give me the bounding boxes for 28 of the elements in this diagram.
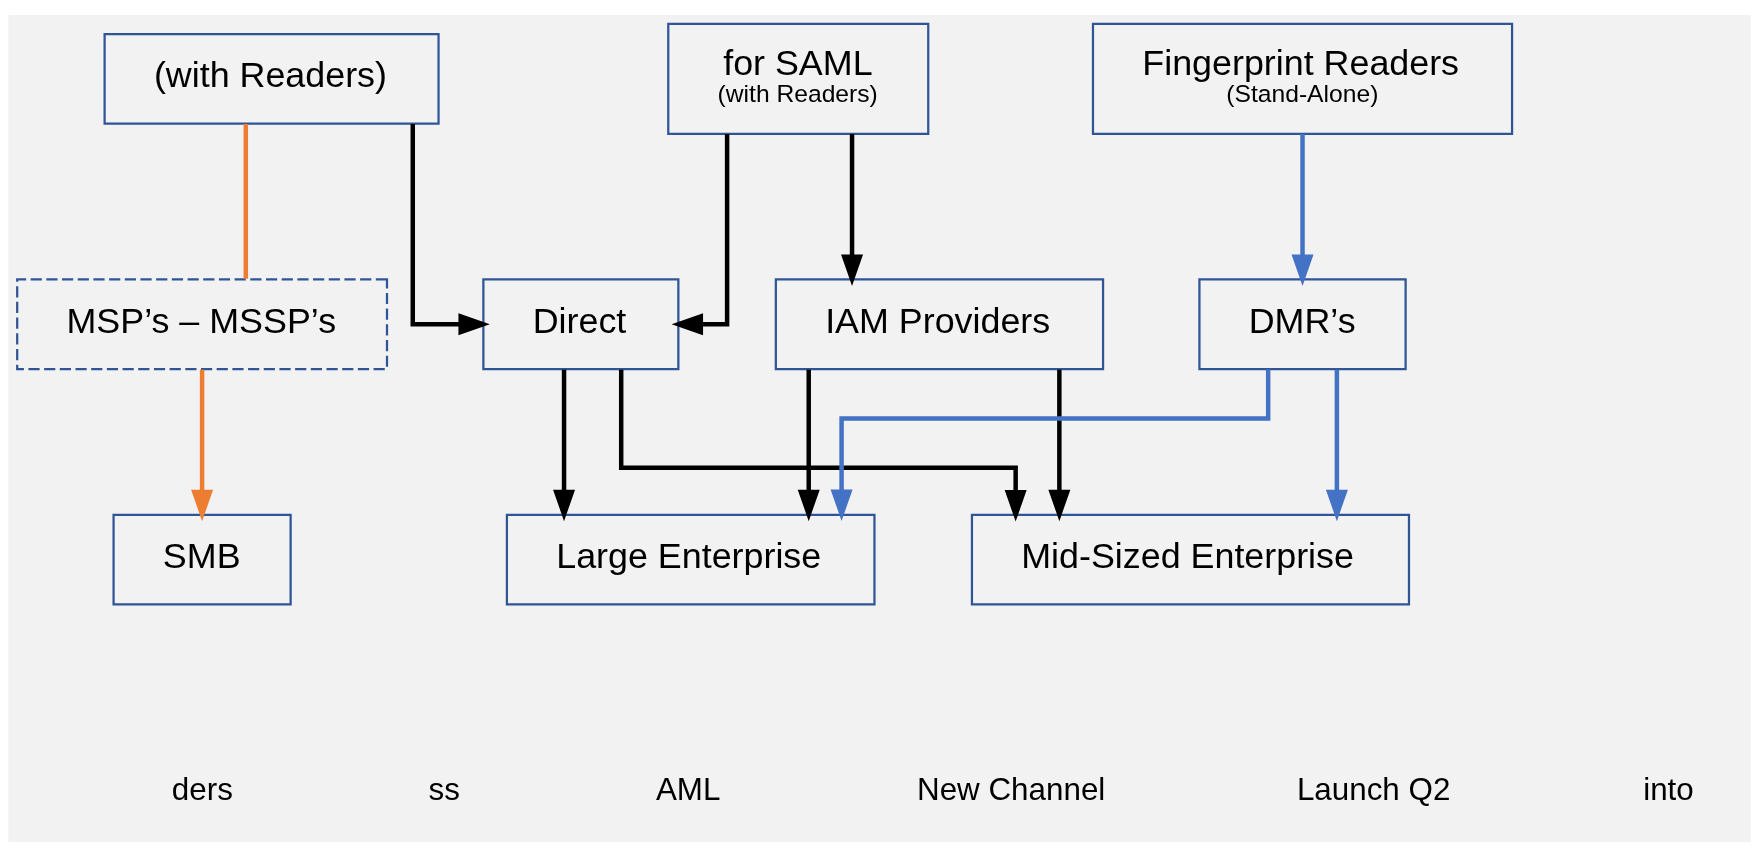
connector — [243, 123, 249, 279]
label: New Channel — [917, 771, 1106, 807]
label: ders — [171, 771, 233, 807]
arrow — [553, 369, 576, 522]
node-box: Large Enterprise — [505, 513, 876, 606]
node-box: MSP’s – MSSP’s — [16, 278, 389, 371]
label: into — [1643, 771, 1694, 807]
node-box: for SAML (with Readers) — [667, 22, 930, 135]
label: Launch Q2 — [1296, 771, 1451, 807]
arrow — [191, 369, 214, 522]
node-box: IAM Providers — [774, 278, 1105, 371]
arrow — [841, 133, 864, 287]
arrow — [797, 369, 820, 522]
label: ss — [428, 771, 460, 807]
arrow — [671, 133, 730, 336]
arrow — [830, 369, 1271, 521]
node-box: SMB — [112, 513, 292, 606]
arrow — [1048, 369, 1071, 522]
arrow — [618, 369, 1027, 522]
arrow — [1291, 133, 1314, 287]
label: AML — [655, 771, 721, 807]
node-box: (with Readers) — [103, 32, 440, 125]
node-box: Direct — [482, 278, 680, 371]
node-box: DMR’s — [1198, 278, 1407, 371]
arrow — [410, 123, 490, 336]
node-box: Mid-Sized Enterprise — [970, 513, 1411, 606]
arrow — [1325, 369, 1348, 522]
node-box: Fingerprint Readers (Stand-Alone) — [1091, 22, 1514, 135]
